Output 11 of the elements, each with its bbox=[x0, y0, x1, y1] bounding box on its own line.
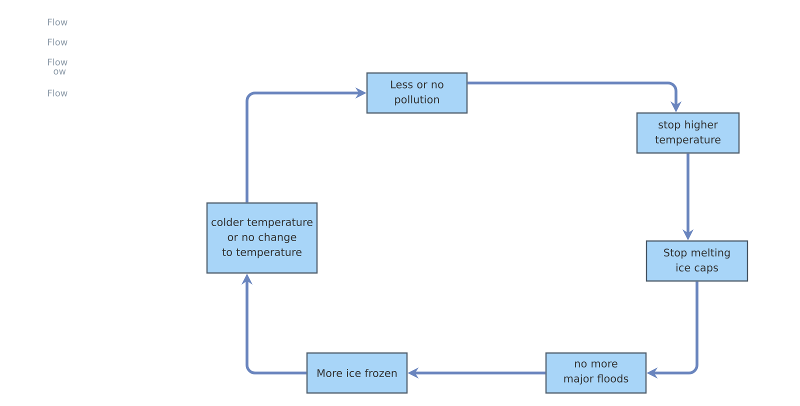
process-box: no more major floods bbox=[545, 352, 647, 394]
process-box: Stop melting ice caps bbox=[646, 240, 748, 282]
process-box: stop higher temperature bbox=[636, 112, 740, 154]
flow-label: Flow bbox=[48, 38, 68, 46]
process-box: colder temperature or no change to temperature bbox=[206, 202, 318, 274]
flow-label: Flow bbox=[48, 90, 68, 96]
process-box: Less or no pollution bbox=[366, 72, 468, 114]
flow-label: Flow bbox=[48, 58, 68, 66]
flow-label: ow bbox=[54, 69, 66, 75]
process-box: More ice frozen bbox=[306, 352, 408, 394]
flow-label: Flow bbox=[48, 18, 68, 26]
